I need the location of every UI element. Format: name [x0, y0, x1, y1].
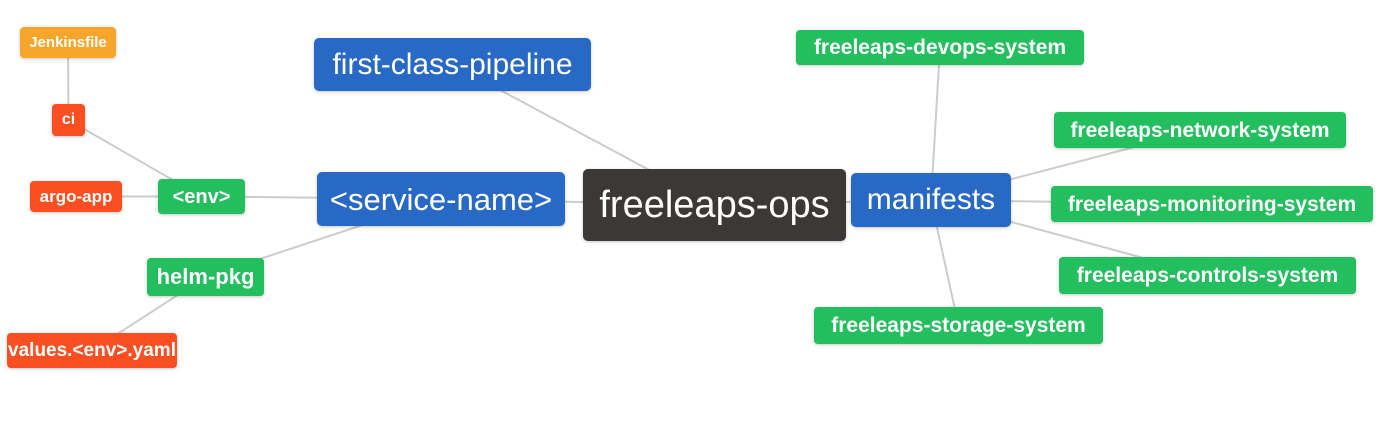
node-helm-pkg[interactable]: helm-pkg	[147, 258, 264, 296]
node-env[interactable]: <env>	[158, 179, 245, 214]
node-ci[interactable]: ci	[52, 104, 85, 136]
node-manifests[interactable]: manifests	[851, 173, 1011, 227]
node-freeleaps-network-system[interactable]: freeleaps-network-system	[1054, 112, 1346, 148]
node-jenkinsfile[interactable]: Jenkinsfile	[20, 27, 116, 58]
node-values-env-yaml[interactable]: values.<env>.yaml	[7, 333, 177, 368]
node-freeleaps-storage-system[interactable]: freeleaps-storage-system	[814, 307, 1103, 344]
node-freeleaps-devops-system[interactable]: freeleaps-devops-system	[796, 30, 1084, 65]
node-freeleaps-controls-system[interactable]: freeleaps-controls-system	[1059, 257, 1356, 294]
node-first-class-pipeline[interactable]: first-class-pipeline	[314, 38, 591, 91]
node-freeleaps-monitoring-system[interactable]: freeleaps-monitoring-system	[1051, 186, 1373, 222]
node-argo-app[interactable]: argo-app	[30, 181, 122, 212]
node-service-name[interactable]: <service-name>	[317, 172, 565, 226]
node-freeleaps-ops[interactable]: freeleaps-ops	[583, 169, 846, 241]
